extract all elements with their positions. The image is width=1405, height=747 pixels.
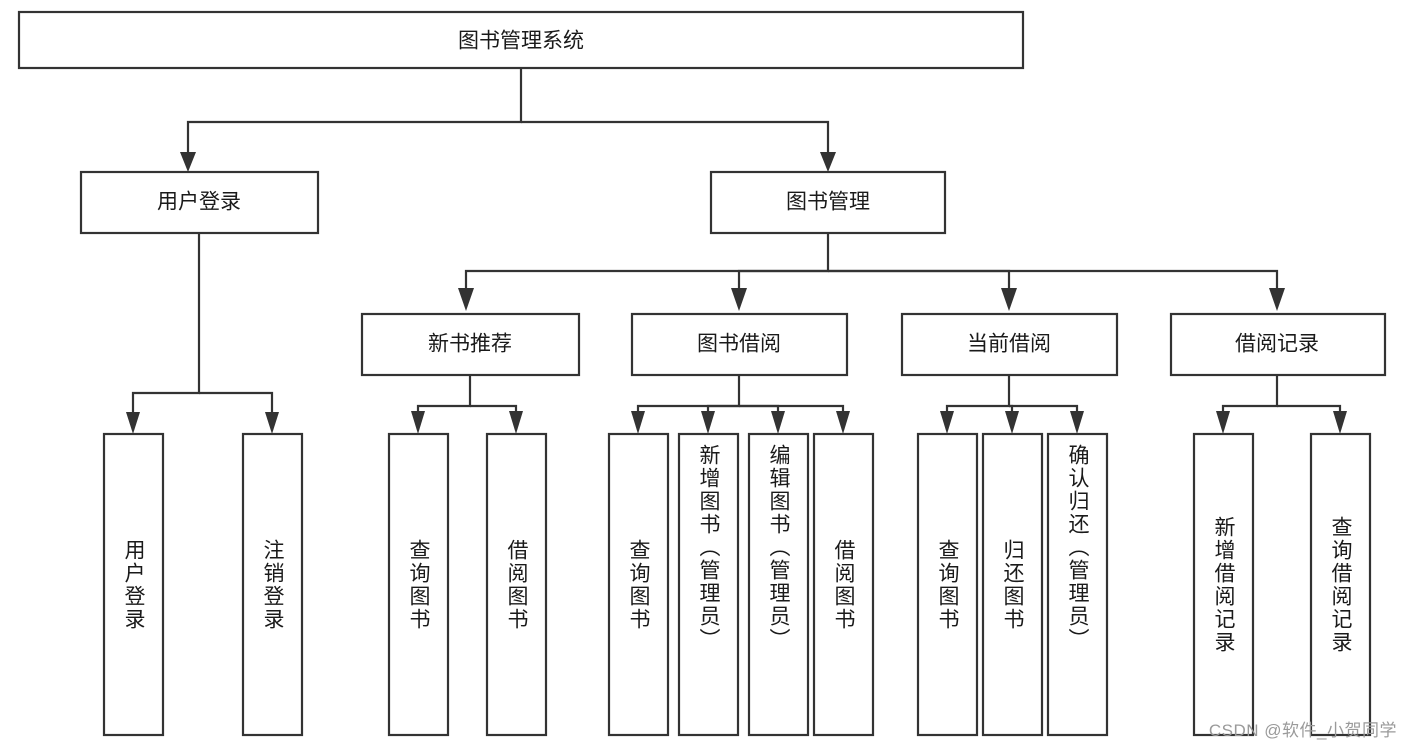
leaf-logout-login-box[interactable]: [241, 432, 304, 737]
connector-borrow-record-to-leaf1: [1221, 375, 1279, 417]
connector-group-user-login: [126, 233, 279, 434]
leaf-query-book-1-box[interactable]: [387, 432, 450, 737]
leaf-user-login-box[interactable]: [102, 432, 165, 737]
node-book-borrow[interactable]: 图书借阅: [630, 312, 849, 377]
arrow-head-leaf-confirm-return: [1070, 411, 1084, 434]
arrow-head-new-book-rec: [458, 288, 474, 311]
arrow-head-leaf-add-record: [1216, 411, 1230, 434]
leaf-edit-book-box[interactable]: [747, 432, 810, 737]
node-book-manage-label: 图书管理: [786, 191, 870, 214]
arrow-head-leaf-borrow-book-2: [836, 411, 850, 434]
connector-group-book-borrow: [631, 375, 850, 434]
node-borrow-record-label: 借阅记录: [1235, 333, 1319, 356]
connector-group-root: [180, 68, 836, 172]
node-user-login-label: 用户登录: [157, 191, 241, 214]
connector-book-manage-to-current-borrow: [828, 269, 1011, 290]
connector-group-new-book-rec: [411, 375, 523, 434]
arrow-head-leaf-query-book-1: [411, 411, 425, 434]
leaf-return-book-box[interactable]: [981, 432, 1044, 737]
arrow-head-user-login: [180, 152, 196, 172]
arrow-head-leaf-add-book: [701, 411, 715, 434]
connector-group-current-borrow: [940, 375, 1084, 434]
arrow-head-book-manage: [820, 152, 836, 172]
connector-current-borrow-to-leaf1: [945, 375, 1011, 417]
connector-new-book-rec-to-leaf2: [470, 404, 518, 417]
connector-current-borrow-to-leaf3: [1009, 404, 1079, 417]
arrow-head-leaf-borrow-book-1: [509, 411, 523, 434]
csdn-watermark: CSDN @软件_小贺同学: [1208, 721, 1397, 740]
arrow-head-leaf-query-book-2: [631, 411, 645, 434]
leaf-query-book-3-box[interactable]: [916, 432, 979, 737]
node-current-borrow[interactable]: 当前借阅: [900, 312, 1119, 377]
node-book-manage[interactable]: 图书管理: [709, 170, 947, 235]
leaf-add-record-box[interactable]: [1192, 432, 1255, 737]
node-root-label: 图书管理系统: [458, 30, 584, 53]
arrow-head-leaf-user-login: [126, 412, 140, 434]
connector-book-manage-to-new-book-rec: [464, 233, 830, 290]
connector-book-borrow-to-leaf1: [636, 375, 741, 417]
leaf-boxes: [102, 432, 1372, 737]
node-user-login[interactable]: 用户登录: [79, 170, 320, 235]
arrow-head-book-borrow: [731, 288, 747, 311]
connector-root-to-book-manage: [521, 120, 830, 152]
node-root-box[interactable]: [17, 10, 1025, 70]
connector-group-borrow-record: [1216, 375, 1347, 434]
node-user-login-box[interactable]: [79, 170, 320, 235]
connector-root-to-user-login: [186, 68, 523, 152]
node-current-borrow-label: 当前借阅: [967, 333, 1051, 356]
node-current-borrow-box[interactable]: [900, 312, 1119, 377]
node-new-book-rec-box[interactable]: [360, 312, 581, 377]
connector-book-borrow-to-leaf4: [739, 404, 845, 417]
node-root[interactable]: 图书管理系统: [17, 10, 1025, 70]
connector-user-login-to-leaf1: [131, 233, 201, 417]
node-book-borrow-label: 图书借阅: [697, 333, 781, 356]
arrow-head-borrow-record: [1269, 288, 1285, 311]
connector-new-book-rec-to-leaf1: [416, 375, 472, 417]
leaf-borrow-book-2-box[interactable]: [812, 432, 875, 737]
arrow-head-leaf-edit-book: [771, 411, 785, 434]
node-new-book-rec-label: 新书推荐: [428, 333, 512, 356]
node-borrow-record-box[interactable]: [1169, 312, 1387, 377]
connector-borrow-record-to-leaf2: [1277, 404, 1342, 417]
node-new-book-rec[interactable]: 新书推荐: [360, 312, 581, 377]
node-book-borrow-box[interactable]: [630, 312, 849, 377]
leaf-confirm-return-box[interactable]: [1046, 432, 1109, 737]
arrow-head-leaf-query-record: [1333, 411, 1347, 434]
connector-user-login-to-leaf2: [199, 391, 274, 417]
arrow-head-current-borrow: [1001, 288, 1017, 311]
arrow-head-leaf-return-book: [1005, 411, 1019, 434]
node-book-manage-box[interactable]: [709, 170, 947, 235]
arrow-head-leaf-logout-login: [265, 412, 279, 434]
node-borrow-record[interactable]: 借阅记录: [1169, 312, 1387, 377]
leaf-add-book-box[interactable]: [677, 432, 740, 737]
leaf-borrow-book-1-box[interactable]: [485, 432, 548, 737]
leaf-query-book-2-box[interactable]: [607, 432, 670, 737]
connector-book-manage-to-book-borrow: [737, 269, 828, 290]
connector-book-manage-to-borrow-record: [828, 269, 1279, 290]
arrow-head-leaf-query-book-3: [940, 411, 954, 434]
leaf-query-record-box[interactable]: [1309, 432, 1372, 737]
connector-group-book-manage: [458, 233, 1285, 311]
